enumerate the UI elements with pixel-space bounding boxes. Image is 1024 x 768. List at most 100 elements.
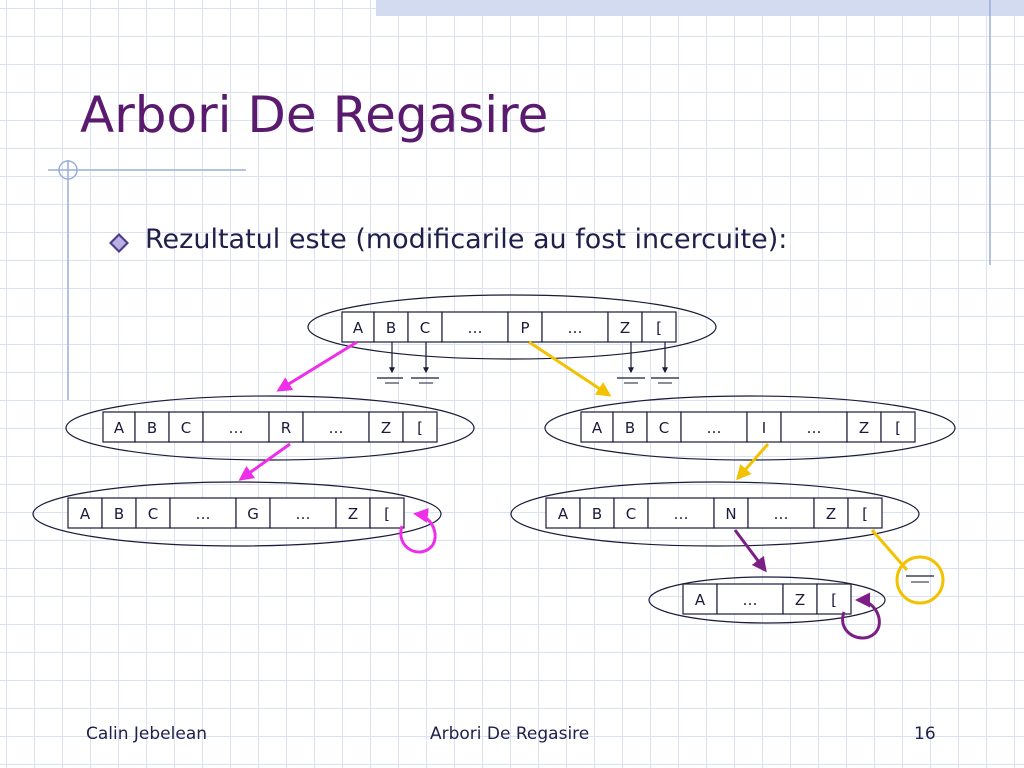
node-cell: [268, 411, 304, 443]
node-cell-label: A: [695, 591, 706, 609]
node-cell: [880, 411, 916, 443]
node-cell: [682, 583, 718, 615]
node-cell-label: …: [774, 505, 789, 523]
node-cell-label: I: [762, 419, 766, 437]
node-cell-label: [: [384, 505, 390, 523]
node-cell-label: B: [592, 505, 602, 523]
root-null-pointers: [377, 342, 679, 384]
node-cell-label: Z: [795, 591, 805, 609]
node-cell-label: A: [592, 419, 603, 437]
node-cell-label: C: [181, 419, 191, 437]
top-band: [376, 0, 1024, 16]
node-cell-label: P: [520, 319, 529, 337]
node-cell-label: …: [329, 419, 344, 437]
node-leaf: A … Z [: [682, 583, 852, 615]
node-cell-label: Z: [620, 319, 630, 337]
node-cell-label: N: [725, 505, 736, 523]
node-cell-label: C: [148, 505, 158, 523]
diamond-bullet-icon: [109, 233, 129, 253]
node-cell: [402, 411, 438, 443]
node-cell-label: [: [831, 591, 837, 609]
yellow-arrow-i-to-n: [736, 443, 770, 481]
node-cell-label: B: [147, 419, 157, 437]
node-cell-label: …: [568, 319, 583, 337]
node-cell-label: Z: [348, 505, 358, 523]
node-cell-label: B: [114, 505, 124, 523]
node-cell: [607, 311, 643, 343]
node-cell-label: R: [281, 419, 291, 437]
magenta-arrow-a-to-r: [276, 340, 358, 392]
node-cell-label: C: [626, 505, 636, 523]
node-cell-label: C: [420, 319, 430, 337]
node-leaf-ellipse: [648, 576, 886, 624]
node-cell: [746, 411, 782, 443]
node-cell: [716, 583, 784, 615]
page-number: 16: [914, 724, 936, 744]
node-cell: [507, 311, 543, 343]
node-cell-label: …: [229, 419, 244, 437]
node-cell: [647, 497, 715, 529]
node-i-ellipse: [544, 395, 956, 461]
node-cell: [541, 311, 609, 343]
circled-null-marker: [895, 555, 945, 605]
node-cell-label: …: [468, 319, 483, 337]
node-g-ellipse: [32, 481, 442, 547]
bullet-text: Rezultatul este (modificarile au fost in…: [145, 224, 788, 255]
node-cell: [101, 497, 137, 529]
node-cell: [680, 411, 748, 443]
node-cell-label: A: [558, 505, 569, 523]
magenta-self-loop-g: [399, 508, 437, 554]
node-cell-label: G: [247, 505, 259, 523]
yellow-arrow-p-to-i: [528, 340, 612, 397]
node-cell: [846, 411, 882, 443]
node-cell-label: …: [743, 591, 758, 609]
node-n-ellipse: [510, 481, 920, 547]
node-cell: [369, 497, 405, 529]
node-cell-label: [: [862, 505, 868, 523]
node-cell: [641, 311, 677, 343]
node-cell: [813, 497, 849, 529]
node-cell: [407, 311, 443, 343]
node-cell: [269, 497, 337, 529]
node-cell-label: B: [625, 419, 635, 437]
node-cell: [373, 311, 409, 343]
node-cell: [613, 497, 649, 529]
node-cell-label: Z: [381, 419, 391, 437]
yellow-arrow-bracket-to-null: [870, 529, 909, 571]
node-cell-label: A: [114, 419, 125, 437]
node-cell: [169, 497, 237, 529]
footer-title: Arbori De Regasire: [430, 724, 590, 744]
node-cell: [612, 411, 648, 443]
node-cell-label: Z: [859, 419, 869, 437]
node-cell-label: C: [659, 419, 669, 437]
node-cell-label: …: [707, 419, 722, 437]
node-cell-label: Z: [826, 505, 836, 523]
footer-author: Calin Jebelean: [86, 724, 208, 744]
slide-title: Arbori De Regasire: [80, 86, 549, 144]
node-cell-label: …: [196, 505, 211, 523]
node-cell: [235, 497, 271, 529]
node-cell: [782, 583, 818, 615]
node-cell: [302, 411, 370, 443]
node-cell-label: [: [895, 419, 901, 437]
node-i: A B C … I … Z [: [580, 411, 916, 443]
purple-self-loop-leaf: [841, 592, 881, 640]
node-cell-label: B: [386, 319, 396, 337]
node-cell: [102, 411, 136, 443]
node-cell: [202, 411, 270, 443]
node-cell-label: A: [80, 505, 91, 523]
node-g: A B C … G … Z [: [67, 497, 405, 529]
node-cell-label: …: [807, 419, 822, 437]
node-cell-label: A: [353, 319, 364, 337]
root-node-ellipse: [307, 294, 717, 360]
title-ornament: [58, 160, 78, 180]
node-cell-label: …: [296, 505, 311, 523]
magenta-arrow-r-to-g: [238, 442, 291, 481]
node-cell: [816, 583, 852, 615]
node-cell: [780, 411, 848, 443]
